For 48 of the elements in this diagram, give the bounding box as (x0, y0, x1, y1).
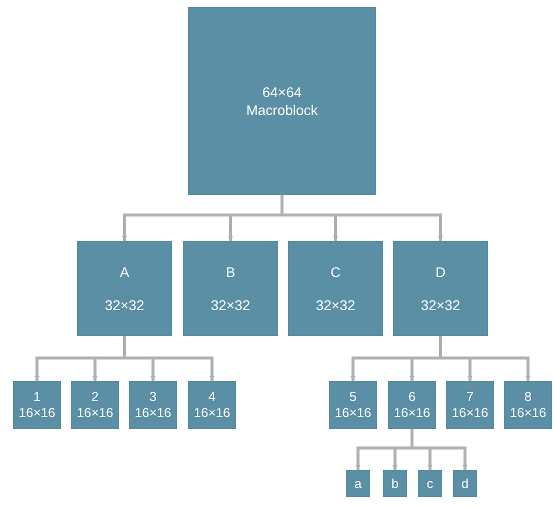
block-label: 5 (349, 389, 357, 405)
block-label: a (354, 476, 362, 492)
block-box (188, 381, 236, 429)
block-label: 6 (408, 389, 416, 405)
block-label: b (391, 476, 399, 492)
block-box (71, 381, 119, 429)
block-box (129, 381, 177, 429)
block-box (383, 470, 407, 497)
block-label: A (120, 263, 130, 281)
block-label: 16×16 (76, 405, 114, 421)
block-label: 64×64 (262, 83, 302, 101)
block-box (446, 381, 494, 429)
block-label: d (461, 476, 469, 492)
block-box (418, 470, 442, 497)
block-box (77, 241, 172, 336)
block-label: Macroblock (246, 101, 318, 119)
block-label: D (435, 263, 446, 281)
block-label: 32×32 (210, 296, 250, 314)
block-label: 3 (149, 389, 157, 405)
block-label: C (330, 263, 341, 281)
connector-arrow (280, 195, 443, 241)
block-box (13, 381, 61, 429)
block-box (346, 470, 370, 497)
block-label: 16×16 (452, 405, 488, 421)
block-label: 1 (33, 389, 41, 405)
block-label: B (226, 263, 236, 281)
block-label: 16×16 (394, 405, 430, 421)
block-label: c (426, 476, 434, 492)
block-label: 16×16 (18, 405, 56, 421)
block-label: 16×16 (194, 405, 230, 421)
block-box (504, 381, 552, 429)
block-label: 32×32 (316, 296, 356, 314)
block-box (183, 241, 278, 336)
block-box (288, 241, 383, 336)
block-label: 16×16 (334, 405, 372, 421)
block-label: 16×16 (134, 405, 172, 421)
block-label: 7 (466, 389, 474, 405)
block-box (453, 470, 477, 497)
block-box (393, 241, 488, 336)
block-label: 32×32 (104, 296, 144, 314)
block-label: 8 (524, 389, 532, 405)
block-label: 2 (91, 389, 99, 405)
block-label: 16×16 (510, 405, 546, 421)
block-label: 4 (208, 389, 216, 405)
block-box (188, 7, 376, 195)
block-label: 32×32 (420, 296, 460, 314)
block-box (388, 381, 436, 429)
block-box (329, 381, 377, 429)
